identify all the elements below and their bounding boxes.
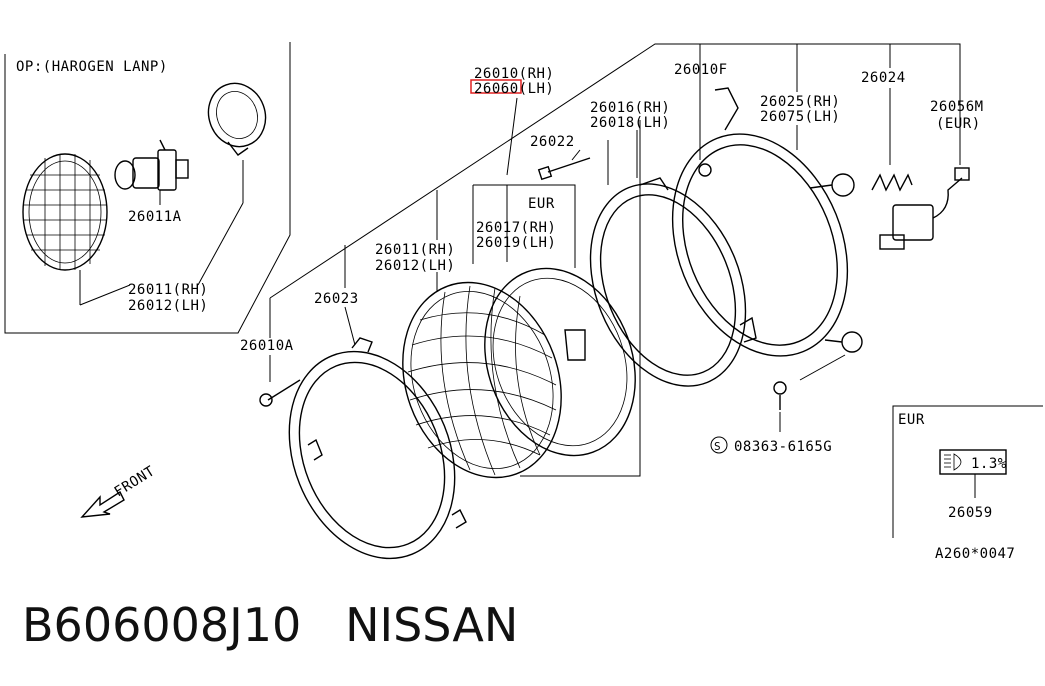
label-op-26012-lh: 26012(LH) xyxy=(128,298,208,314)
diagram-code: A260*0047 xyxy=(935,546,1015,562)
label-26018-lh: 26018(LH) xyxy=(590,115,670,131)
label-26056m: 26056M xyxy=(930,99,984,115)
eur-lens xyxy=(484,267,636,457)
label-26024: 26024 xyxy=(861,70,906,86)
screw-26022-icon xyxy=(537,157,591,181)
spring-26024-icon xyxy=(871,173,913,192)
bolt-26010f-icon xyxy=(698,163,712,177)
label-26012-lh: 26012(LH) xyxy=(375,258,455,274)
screw-symbol-circle xyxy=(710,436,728,454)
level-switch-icon xyxy=(939,449,1007,475)
bolt-26010a-icon xyxy=(259,379,301,407)
option-box-title: OP:(HAROGEN LANP) xyxy=(16,59,168,75)
screw-symbol: S xyxy=(714,440,721,453)
headlamp-symbol-icon xyxy=(944,453,962,471)
leader-lines xyxy=(269,80,961,477)
label-26025-rh: 26025(RH) xyxy=(760,94,840,110)
retaining-ring-26023 xyxy=(288,337,467,560)
label-26023: 26023 xyxy=(314,291,359,307)
screw-08363-icon xyxy=(773,354,846,432)
front-arrow-icon xyxy=(80,490,125,518)
level-actuator-icon xyxy=(879,167,970,250)
sealed-beam-lens xyxy=(402,281,562,479)
option-box: OP:(HAROGEN LANP) xyxy=(4,42,291,334)
label-26019-lh: 26019(LH) xyxy=(476,235,556,251)
label-26016-rh: 26016(RH) xyxy=(590,100,670,116)
eur-level-box: EUR 1.3% 26059 A260*0047 xyxy=(892,405,1043,562)
mounting-ring xyxy=(589,177,757,387)
label-26011a: 26011A xyxy=(128,209,182,225)
label-26010-rh: 26010(RH) xyxy=(474,66,554,82)
level-value: 1.3% xyxy=(971,456,1007,472)
label-screw-code: 08363-6165G xyxy=(734,439,832,455)
label-26075-lh: 26075(LH) xyxy=(760,109,840,125)
label-26010f: 26010F xyxy=(674,62,728,78)
label-front: FRONT xyxy=(112,463,158,500)
headlamp-housing xyxy=(671,87,863,357)
label-26056m-region: (EUR) xyxy=(936,116,981,132)
halogen-lens xyxy=(22,153,108,271)
label-26059: 26059 xyxy=(948,505,993,521)
label-26017-rh: 26017(RH) xyxy=(476,220,556,236)
halogen-bulb-icon xyxy=(114,139,189,191)
label-op-26011-rh: 26011(RH) xyxy=(128,282,208,298)
label-26010a: 26010A xyxy=(240,338,294,354)
label-26011-rh: 26011(RH) xyxy=(375,242,455,258)
label-eur-2: EUR xyxy=(898,412,925,428)
part-number-title: B606008J10 NISSAN xyxy=(22,598,519,652)
highlight-box xyxy=(470,79,522,94)
label-26060-lh: 26060(LH) xyxy=(474,81,554,97)
label-eur-1: EUR xyxy=(528,196,555,212)
label-26022: 26022 xyxy=(530,134,575,150)
assembly-frame xyxy=(269,43,961,338)
bulb-retainer-icon xyxy=(207,82,267,156)
